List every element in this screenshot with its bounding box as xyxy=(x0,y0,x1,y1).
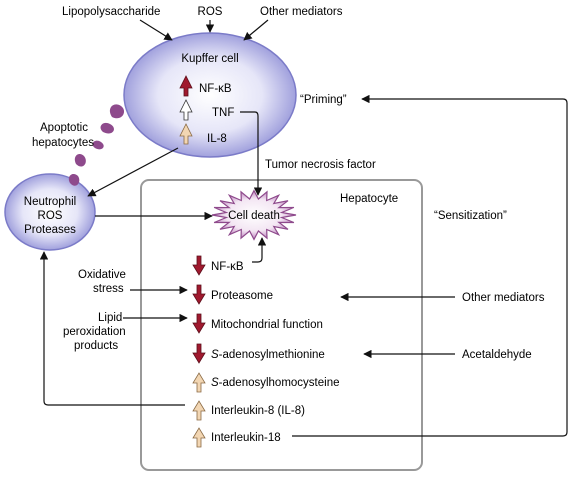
apoptotic-blob xyxy=(92,140,104,150)
item-arrow-up-icon xyxy=(192,427,206,448)
priming-label: “Priming” xyxy=(300,94,347,106)
apoptotic-blobs xyxy=(68,104,125,186)
il8-to-neutrophil-arrow xyxy=(87,147,179,197)
hepatocyte-item-label: NF-κB xyxy=(211,261,244,273)
kupffer-il8-label: IL-8 xyxy=(207,133,227,145)
oxidative-label-2: stress xyxy=(93,283,124,295)
lipid-label-1: Lipid xyxy=(98,312,122,324)
apoptotic-blob xyxy=(74,153,86,167)
nfkb-to-death-arrow xyxy=(252,237,267,263)
item-arrow-up-icon xyxy=(192,400,206,421)
hepatocyte-item-label: S-adenosylhomocysteine xyxy=(211,377,340,389)
kupffer-tnf-arrow xyxy=(179,99,193,121)
apoptotic-blob xyxy=(68,173,80,186)
other-mediators-right-label: Other mediators xyxy=(462,292,545,304)
tnf-connector xyxy=(240,111,263,196)
neutrophil-line-2: ROS xyxy=(38,210,63,222)
apoptotic-blob xyxy=(109,104,125,119)
lipopolysaccharide-label: Lipopolysaccharide xyxy=(62,6,160,18)
kupffer-title: Kupffer cell xyxy=(181,53,238,65)
ros-input-label: ROS xyxy=(198,6,223,18)
tnf-label: Tumor necrosis factor xyxy=(265,159,376,171)
apoptotic-label-2: hepatocytes xyxy=(32,137,94,149)
oxidative-label-1: Oxidative xyxy=(78,269,126,281)
cell-death-label: Cell death xyxy=(228,210,280,222)
kupffer-nfkb-label: NF-κB xyxy=(199,83,232,95)
neutrophil-line-3: Proteases xyxy=(24,224,76,236)
il8-feedback-loop xyxy=(39,251,185,406)
apoptotic-blob xyxy=(100,122,114,134)
kupffer-il8-arrow xyxy=(179,123,193,145)
hepatocyte-item-label: Proteasome xyxy=(211,290,273,302)
hepatocyte-item-label: Interleukin-18 xyxy=(211,432,281,444)
hepatocyte-item-label: S-adenosylmethionine xyxy=(211,349,325,361)
kupffer-cell xyxy=(123,32,297,158)
il18-priming-loop xyxy=(292,94,568,437)
hepatocyte-item-label: Interleukin-8 (IL-8) xyxy=(211,405,305,417)
other-mediators-top-label: Other mediators xyxy=(260,6,343,18)
item-arrow-down-icon xyxy=(192,313,206,334)
other-mediators-top-arrow xyxy=(243,19,269,41)
item-arrow-down-icon xyxy=(192,343,206,364)
item-arrow-down-icon xyxy=(192,255,206,276)
sensitization-label: “Sensitization” xyxy=(434,210,507,222)
hepatocyte-item-label: Mitochondrial function xyxy=(211,319,323,331)
neutrophil-line-1: Neutrophil xyxy=(24,196,76,208)
acetaldehyde-label: Acetaldehyde xyxy=(462,349,532,361)
hepatocyte-box xyxy=(140,179,423,471)
lipid-label-3: products xyxy=(74,340,118,352)
item-arrow-down-icon xyxy=(192,284,206,305)
kupffer-tnf-label: TNF xyxy=(212,107,234,119)
lps-arrow xyxy=(139,19,173,41)
kupffer-nfkb-arrow xyxy=(179,75,193,97)
item-arrow-up-icon xyxy=(192,372,206,393)
cell-death-burst xyxy=(211,189,297,241)
lipid-label-2: peroxidation xyxy=(63,326,126,338)
apoptotic-label-1: Apoptotic xyxy=(40,122,88,134)
neutrophil-cell xyxy=(4,173,96,251)
hepatocyte-title: Hepatocyte xyxy=(340,193,398,205)
